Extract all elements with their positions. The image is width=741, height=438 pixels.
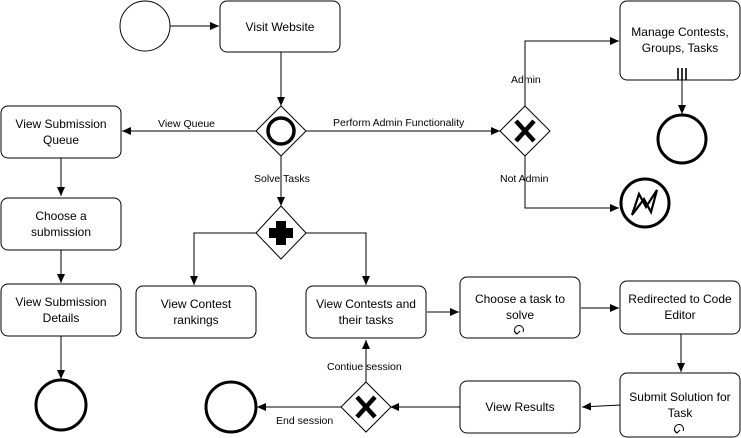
error-end-event — [619, 177, 671, 229]
edge-label-admin: Admin — [511, 74, 541, 86]
task-label: Editor — [664, 308, 695, 322]
x-icon — [514, 119, 536, 143]
edge-label-continue-session: Contiue session — [327, 361, 402, 373]
end-event-session — [204, 380, 258, 434]
edge-label-solve-tasks: Solve Tasks — [254, 173, 310, 185]
task-label: Groups, Tasks — [642, 41, 718, 55]
parallel-multi-instance-icon — [677, 68, 687, 80]
task-label: View Results — [485, 400, 554, 414]
task-view-submission-details — [0, 283, 122, 337]
edge-admin-to-manage — [524, 37, 619, 106]
edge-label-perform-admin: Perform Admin Functionality — [333, 117, 465, 129]
task-label: Task — [668, 406, 694, 420]
task-label: Choose a task to — [475, 292, 565, 306]
task-label: Redirected to Code — [628, 292, 732, 306]
task-label: their tasks — [339, 313, 394, 327]
edge-solve-to-contests — [306, 232, 370, 285]
edge-solve-to-rankings — [190, 232, 256, 285]
task-choose-task — [459, 276, 581, 339]
task-label: Queue — [43, 133, 79, 147]
plus-icon — [269, 221, 293, 245]
task-view-results — [459, 380, 581, 434]
end-event-queue — [34, 378, 88, 432]
exclusive-gateway-session — [340, 381, 392, 433]
edge-labels: View Queue Perform Admin Functionality S… — [158, 74, 549, 427]
edge-label-not-admin: Not Admin — [500, 173, 549, 185]
task-visit-website — [219, 0, 341, 53]
task-label: Choose a — [35, 209, 87, 223]
events — [34, 0, 708, 434]
task-submit-solution — [619, 372, 741, 438]
end-event-admin — [656, 113, 708, 165]
parallel-gateway-solve — [255, 205, 307, 260]
task-label: View Contests and — [316, 297, 416, 311]
edge-admin-to-error — [524, 156, 619, 212]
task-view-contests-tasks — [305, 285, 427, 339]
x-icon — [355, 395, 377, 419]
lightning-icon — [630, 189, 659, 216]
task-label: View Contest — [161, 297, 232, 311]
task-label: rankings — [173, 313, 218, 327]
task-label: Submit Solution for — [629, 390, 730, 404]
start-event — [119, 0, 171, 52]
task-label: Details — [43, 311, 80, 325]
task-markers — [513, 68, 687, 434]
exclusive-gateway-admin — [499, 105, 551, 157]
task-choose-submission — [0, 197, 122, 251]
task-label: View Submission — [15, 295, 106, 309]
task-label: Manage Contests, — [631, 25, 728, 39]
task-labels: Visit Website View Submission Queue Choo… — [15, 20, 732, 420]
edges — [57, 22, 686, 411]
task-label: Visit Website — [246, 20, 315, 34]
circle-icon — [266, 116, 296, 146]
task-label: submission — [31, 225, 91, 239]
task-label: View Submission — [15, 117, 106, 131]
edge-label-view-queue: View Queue — [158, 118, 215, 130]
loop-icon — [673, 424, 684, 434]
edge-label-end-session: End session — [276, 415, 333, 427]
edge-submit-to-results — [581, 402, 621, 411]
task-manage-contests — [619, 0, 741, 81]
task-label: solve — [506, 308, 534, 322]
task-view-submission-queue — [0, 105, 122, 159]
inclusive-gateway-main — [255, 105, 307, 157]
task-view-contest-rankings — [135, 285, 257, 339]
loop-icon — [513, 325, 524, 335]
task-redirected-editor — [619, 280, 741, 335]
gateways — [255, 105, 551, 433]
